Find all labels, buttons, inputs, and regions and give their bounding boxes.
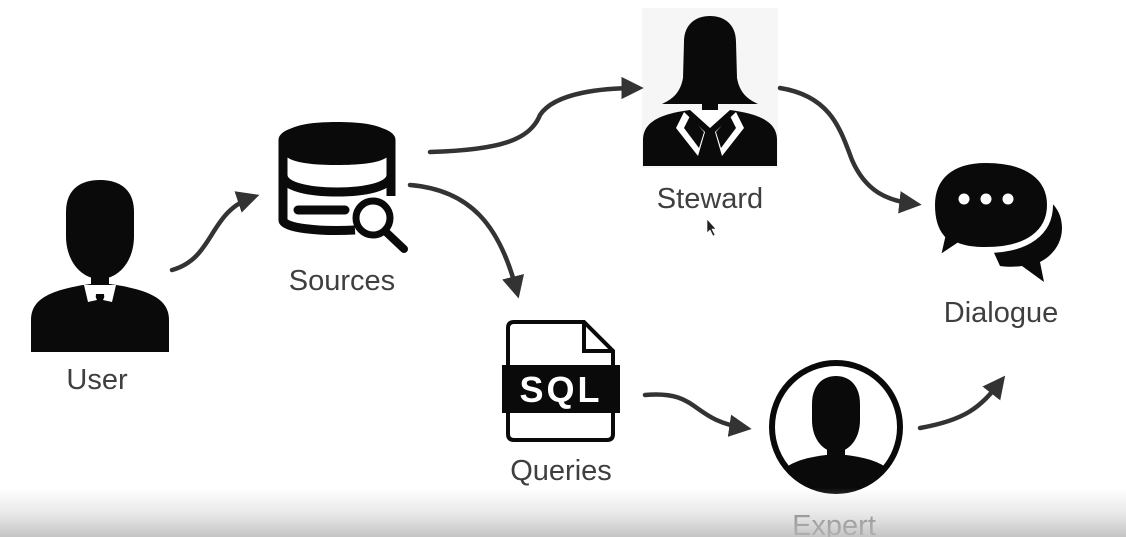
database-search-icon	[278, 122, 408, 253]
mouse-cursor-icon	[706, 218, 717, 237]
node-expert: Expert	[769, 360, 903, 537]
label-steward: Steward	[657, 183, 763, 215]
node-user: User	[31, 180, 169, 396]
sql-badge: SQL	[519, 369, 602, 410]
arrow-sources-to-steward	[427, 76, 644, 155]
label-sources: Sources	[289, 265, 395, 297]
label-queries: Queries	[510, 455, 612, 487]
person-circle-icon	[769, 360, 903, 494]
label-dialogue: Dialogue	[944, 297, 1058, 329]
sql-file-icon: SQL	[502, 320, 620, 442]
arrow-queries-to-expert	[642, 392, 752, 437]
chat-bubbles-icon	[928, 156, 1062, 282]
businesswoman-icon	[643, 16, 777, 166]
node-queries: SQL Queries	[502, 320, 620, 487]
businessman-icon	[31, 180, 169, 352]
label-user: User	[66, 364, 128, 396]
node-sources: Sources	[278, 122, 408, 297]
arrow-user-to-sources	[169, 191, 260, 273]
arrow-expert-to-dialogue	[917, 375, 1006, 431]
arrow-steward-to-dialogue	[777, 85, 922, 214]
node-steward: Steward	[643, 16, 777, 215]
label-expert: Expert	[792, 510, 876, 537]
node-dialogue: Dialogue	[928, 156, 1062, 329]
arrow-sources-to-queries	[407, 182, 525, 299]
